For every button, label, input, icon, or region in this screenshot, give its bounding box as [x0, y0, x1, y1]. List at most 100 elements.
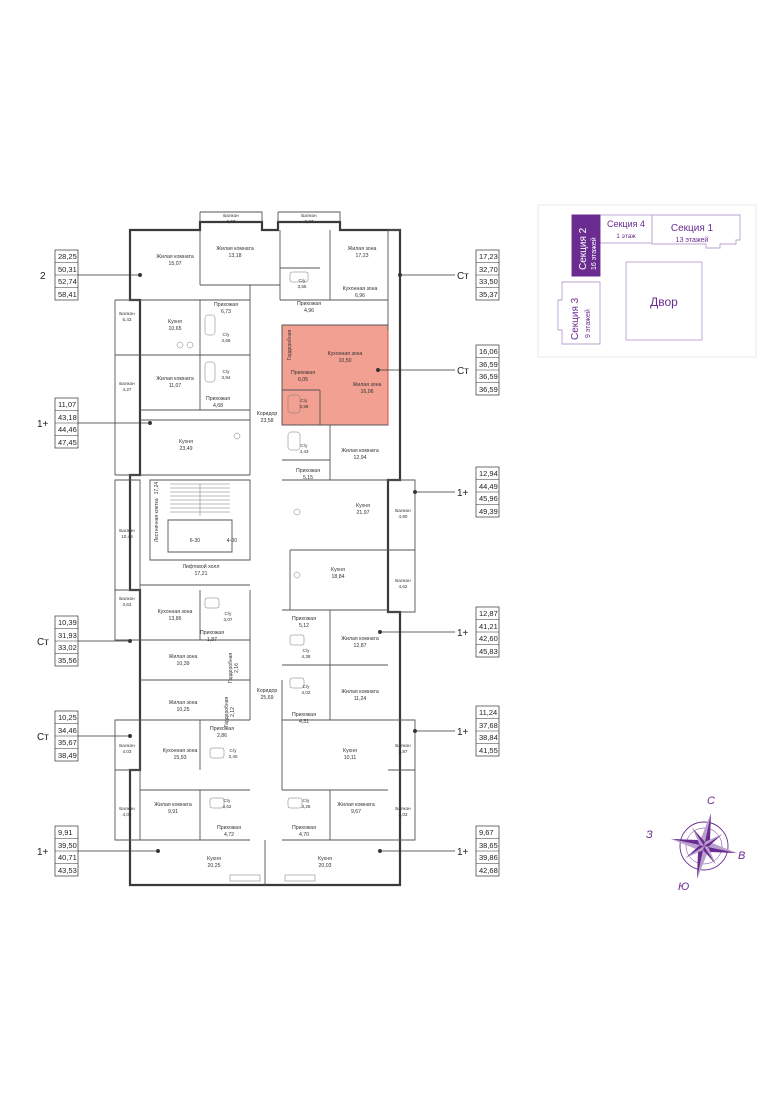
room-name: Лестничная клетка [154, 498, 160, 542]
apartment-info-box[interactable]: 1+ 9,91 39,50 40,71 43,53 [37, 825, 79, 877]
room-area: 18,84 [332, 574, 345, 580]
section-3-block[interactable] [557, 281, 601, 345]
area-living: 17,23 [479, 252, 498, 261]
apartment-type: 1+ [37, 847, 49, 858]
room-name: Кухня [179, 439, 193, 445]
apartment-type: 1+ [457, 628, 469, 639]
svg-text:С/у4,25: С/у4,25 [302, 798, 311, 809]
room-area: 17,21 [195, 571, 208, 577]
compass-east: В [738, 850, 745, 862]
room-area: 3,55 [298, 284, 307, 289]
room-name: Жилая комната [156, 376, 194, 382]
svg-text:Гардеробная2,16: Гардеробная2,16 [228, 653, 240, 684]
area-total: 43,18 [58, 413, 77, 422]
compass-rose-icon: С Ю З В [646, 795, 745, 893]
apartment-info-box[interactable]: 1+ 12,87 41,21 42,60 45,83 [457, 606, 500, 658]
section-3-floors: 9 этажей [584, 309, 592, 338]
area-living: 16,06 [479, 347, 498, 356]
room-area: 10,45 [121, 534, 133, 539]
area-living: 10,25 [58, 713, 77, 722]
room-area: 4,02 [302, 690, 311, 695]
section-1-floors: 13 этажей [676, 236, 709, 244]
room-name: Прихожая [296, 468, 320, 474]
apartment-info-box[interactable]: Ст 10,25 34,46 35,67 38,49 [37, 710, 79, 762]
section-1-block[interactable] [651, 214, 741, 249]
room-area: 3,07 [224, 617, 233, 622]
room-area: 17,23 [356, 253, 369, 259]
svg-text:С/у4,62: С/у4,62 [223, 798, 232, 809]
room-area: 10,25 [177, 707, 190, 713]
svg-text:С/у4,69: С/у4,69 [222, 332, 231, 343]
apartment-info-box[interactable]: 2 28,25 50,31 52,74 58,41 [40, 249, 79, 301]
area-total-full: 41,55 [479, 746, 498, 755]
area-total: 37,68 [479, 721, 498, 730]
room-area: 4,70 [299, 832, 309, 838]
apartment-info-box[interactable]: Ст 10,39 31,93 33,02 35,56 [37, 615, 79, 667]
room-name: Кухня [356, 503, 370, 509]
room-area: 4,38 [302, 654, 311, 659]
area-total-full: 49,39 [479, 507, 498, 516]
area-total: 41,21 [479, 622, 498, 631]
yard-area [625, 261, 703, 341]
section-4-block[interactable] [599, 214, 653, 244]
room-area: 2,16 [234, 663, 240, 673]
apartment-info-box[interactable]: Ст 16,06 36,59 36,59 36,59 [457, 344, 500, 396]
lift-label: 4-00 [227, 538, 237, 544]
area-total-balcony: 40,71 [58, 853, 77, 862]
section-4-floors: 1 этаж [616, 233, 636, 240]
yard-label: Двор [650, 295, 678, 309]
apartment-info-box[interactable]: 1+ 11,07 43,18 44,46 47,45 [37, 397, 79, 449]
room-area: 20,25 [208, 863, 221, 869]
room-area: 17,24 [154, 482, 160, 495]
room-name: Жилая зона [348, 246, 377, 252]
room-name: С/у [299, 278, 307, 283]
room-area: 13,86 [169, 616, 182, 622]
room-name: Прихожая [210, 726, 234, 732]
room-area: 9,67 [351, 809, 361, 815]
room-area: 2,67 [305, 219, 314, 224]
area-total: 31,93 [58, 631, 77, 640]
apartment-info-box[interactable]: 1+ 11,24 37,68 38,84 41,55 [457, 705, 500, 757]
room-area: 4,96 [304, 308, 314, 314]
room-area: 4,31 [299, 719, 309, 725]
room-area: 5,12 [299, 623, 309, 629]
section-2-block[interactable] [571, 214, 601, 277]
room-area: 4,27 [123, 387, 132, 392]
room-name: Жилая комната [341, 689, 379, 695]
section-2-name: Секция 2 [578, 227, 589, 270]
apartment-info-box[interactable]: 1+ 9,67 38,65 39,86 42,68 [457, 825, 500, 877]
room-name: С/у [224, 798, 232, 803]
section-2-floors: 16 этажей [590, 237, 598, 270]
apartment-info-box[interactable]: 1+ 12,94 44,49 45,96 49,39 [457, 466, 500, 518]
room-area: 4,03 [399, 812, 408, 817]
fixtures [176, 271, 316, 882]
area-total-full: 42,68 [479, 866, 498, 875]
area-living: 11,07 [58, 400, 76, 409]
room-name: Прихожая [292, 825, 316, 831]
highlighted-apartment[interactable] [281, 324, 389, 426]
room-name: Прихожая [292, 712, 316, 718]
room-area: 5,43 [123, 317, 132, 322]
room-area: 12,87 [354, 643, 367, 649]
apartment-info-box[interactable]: Ст 17,23 32,70 33,50 35,37 [457, 249, 500, 301]
